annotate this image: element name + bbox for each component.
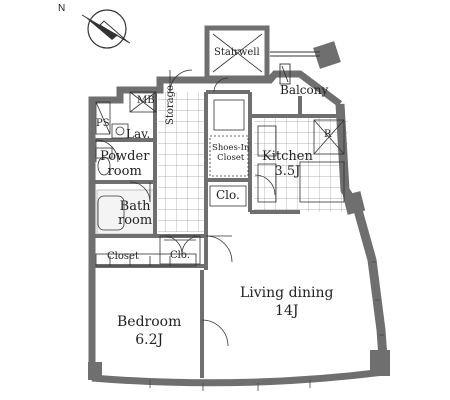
bedroom-name: Bedroom	[117, 314, 182, 330]
stairwell-label: Stairwell	[214, 47, 260, 58]
bath-room-line-2: room	[118, 213, 153, 228]
entrance-hall-tiles	[158, 92, 206, 232]
compass-north-label: N	[58, 3, 66, 14]
shoes-in-closet-line-2: Closet	[217, 152, 245, 163]
stairwell	[204, 25, 270, 81]
door-swings	[95, 139, 276, 347]
clo-center-label: Clo.	[216, 188, 240, 202]
bedroom-label: Bedroom 6.2J	[117, 315, 181, 347]
balcony	[270, 51, 320, 85]
kitchen-label: Kitchen 3.5J	[262, 150, 313, 178]
refrigerator-mark: R	[324, 129, 332, 140]
shoes-in-closet-line-1: Shoes-In	[212, 143, 250, 153]
window-marks	[149, 261, 384, 391]
living-dining-size: 14J	[275, 303, 299, 319]
kitchen-size: 3.5J	[274, 164, 301, 179]
balcony-label: Balcony	[280, 83, 329, 97]
north-arrow-icon	[81, 9, 131, 49]
shoes-in-closet-label: Shoes-In Closet	[212, 143, 250, 164]
lav-label: Lav.	[126, 127, 151, 141]
mb-label: MB	[137, 95, 155, 106]
bedroom-size: 6.2J	[135, 332, 164, 348]
bath-room-line-1: Bath	[119, 199, 151, 214]
powder-room-line-1: Powder	[100, 149, 150, 164]
kitchen-name: Kitchen	[262, 149, 313, 164]
clo-small-label: Clo.	[170, 250, 190, 261]
bath-room-label: Bath room	[118, 200, 152, 227]
fixtures	[95, 69, 345, 267]
ps-label: PS	[96, 118, 110, 129]
powder-room-line-2: room	[107, 164, 142, 179]
closet-label: Closet	[107, 251, 139, 262]
storage-label: Storage	[165, 85, 176, 125]
living-dining-name: Living dining	[240, 285, 334, 301]
powder-room-label: Powder room	[100, 150, 149, 178]
structural-columns	[88, 41, 390, 380]
living-dining-label: Living dining 14J	[240, 286, 334, 318]
